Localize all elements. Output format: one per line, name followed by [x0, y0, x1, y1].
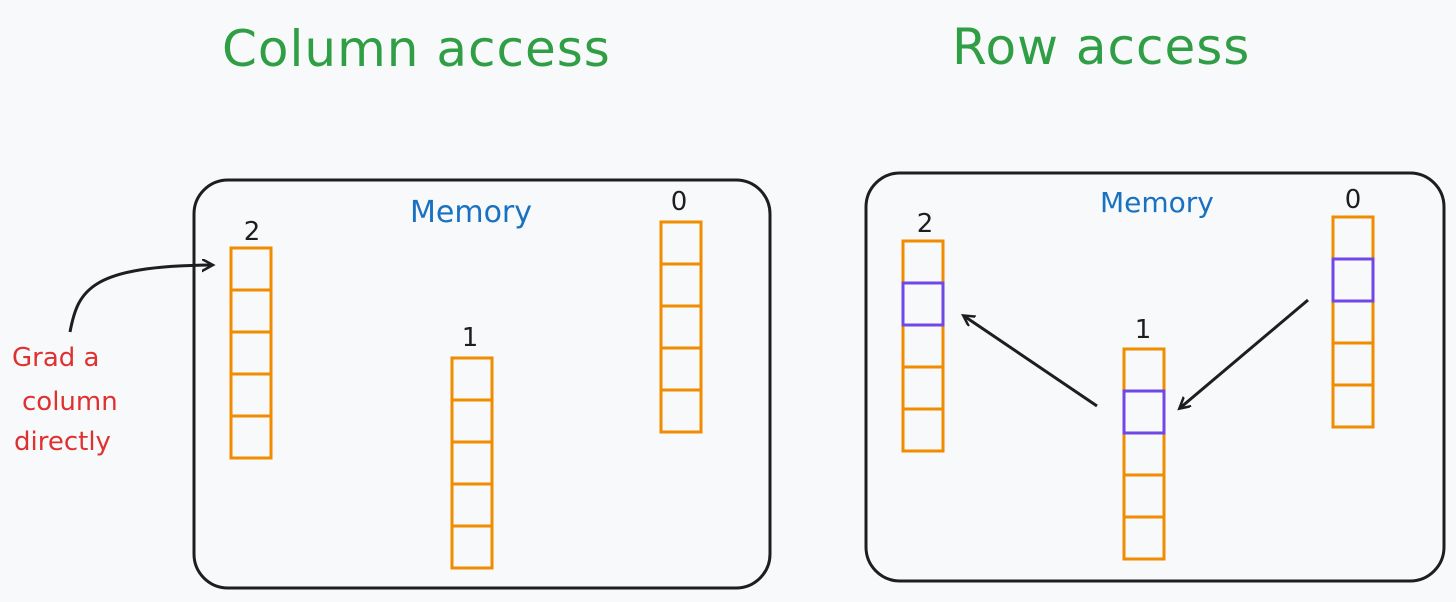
memory-cell	[901, 323, 945, 369]
memory-cell-highlighted	[1331, 257, 1375, 303]
memory-cell-highlighted	[1122, 389, 1166, 435]
memory-cell	[901, 407, 945, 453]
memory-cell	[450, 356, 494, 402]
column-index-label: 1	[462, 323, 479, 353]
memory-cell	[450, 524, 494, 570]
memory-cell	[1122, 431, 1166, 477]
memory-cell	[659, 388, 703, 434]
right-memory-box	[864, 171, 1446, 583]
memory-cell	[1331, 299, 1375, 345]
memory-column-0: 0	[1331, 185, 1375, 429]
memory-cell	[659, 220, 703, 266]
memory-cell	[901, 239, 945, 285]
arrow-col0-to-col1	[1180, 298, 1309, 408]
memory-cell	[1331, 215, 1375, 261]
annotation-arrow	[68, 265, 212, 333]
annotation-line-2: column	[22, 387, 118, 417]
memory-cell	[450, 440, 494, 486]
row-access-title: Row access	[952, 18, 1251, 76]
left-memory-box	[192, 178, 772, 590]
left-memory-label: Memory	[410, 195, 532, 230]
memory-column-0: 0	[659, 187, 703, 434]
memory-cell	[1122, 347, 1166, 393]
memory-cell	[659, 304, 703, 350]
annotation-line-3: directly	[14, 427, 111, 457]
memory-cell	[659, 262, 703, 308]
memory-column-1: 1	[1122, 315, 1166, 561]
memory-cell	[901, 365, 945, 411]
memory-cell	[229, 246, 273, 292]
column-index-label: 0	[1345, 185, 1362, 215]
memory-cell	[659, 346, 703, 392]
memory-cell	[229, 414, 273, 460]
memory-column-2: 2	[901, 209, 945, 453]
memory-cell	[229, 288, 273, 334]
memory-cell	[229, 330, 273, 376]
column-index-label: 1	[1135, 315, 1152, 345]
column-index-label: 2	[917, 209, 934, 239]
right-columns: 2 1 0	[901, 185, 1375, 561]
memory-cell	[229, 372, 273, 418]
memory-column-1: 1	[450, 323, 494, 570]
memory-cell	[1331, 341, 1375, 387]
memory-cell	[450, 482, 494, 528]
column-index-label: 2	[244, 217, 261, 247]
memory-cell	[450, 398, 494, 444]
annotation-line-1: Grad a	[12, 343, 99, 373]
memory-cell	[1122, 473, 1166, 519]
column-index-label: 0	[671, 187, 688, 217]
memory-column-2: 2	[229, 217, 273, 460]
arrow-col1-to-col2	[964, 316, 1098, 408]
memory-cell-highlighted	[901, 281, 945, 327]
memory-cell	[1331, 383, 1375, 429]
column-access-title: Column access	[222, 20, 611, 78]
left-columns: 2 1 0	[229, 187, 703, 570]
memory-cell	[1122, 515, 1166, 561]
right-memory-label: Memory	[1100, 186, 1214, 219]
